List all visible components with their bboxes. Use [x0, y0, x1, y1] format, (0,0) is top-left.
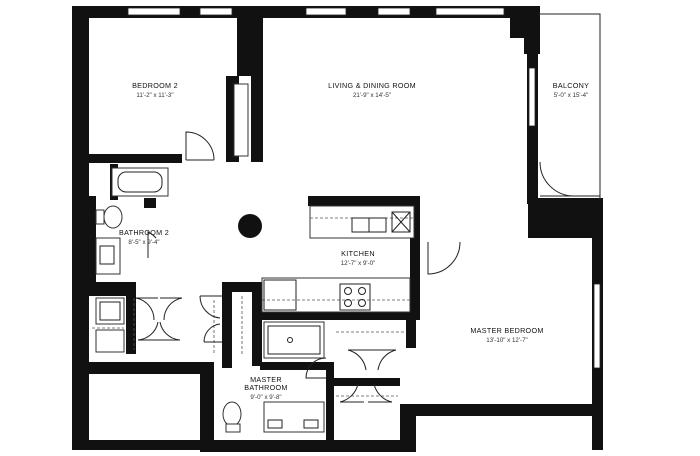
windows [127, 7, 601, 369]
bedroom-2-label: BEDROOM 2 [132, 81, 178, 90]
bedroom-2-dims: 11'-2" x 11'-3" [136, 92, 173, 99]
master-bathroom-label-line1: MASTER [250, 375, 282, 384]
balcony-label: BALCONY [553, 81, 589, 90]
balcony-outline [538, 13, 601, 200]
kitchen-label: KITCHEN [341, 249, 375, 258]
balcony-dims: 5'-0" x 15'-4" [554, 92, 589, 99]
kitchen-dims: 12'-7" x 9'-0" [341, 260, 376, 267]
doors [135, 131, 575, 403]
bathroom-2-dims: 8'-5" x 9'-4" [128, 239, 159, 246]
fixtures [92, 167, 415, 433]
bathroom-2-label: BATHROOM 2 [119, 228, 169, 237]
master-bathroom-dims: 9'-0" x 9'-8" [250, 394, 281, 401]
living-dining-dims: 21'-9" x 14'-5" [353, 92, 391, 99]
master-bedroom-dims: 13'-10" x 12'-7" [486, 337, 528, 344]
master-bathroom-label-line2: BATHROOM [244, 383, 287, 392]
living-dining-label: LIVING & DINING ROOM [328, 81, 416, 90]
room-labels: BEDROOM 2 11'-2" x 11'-3" LIVING & DININ… [119, 81, 589, 401]
master-bedroom-label: MASTER BEDROOM [470, 326, 543, 335]
